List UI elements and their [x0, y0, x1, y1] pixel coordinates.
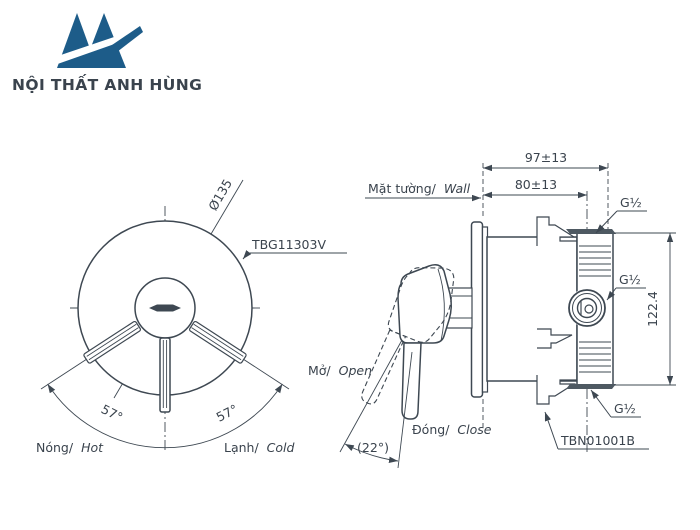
open-label-en: Open — [339, 363, 372, 378]
thread-lines-top — [579, 245, 611, 277]
product-code-callout: TBG11303V — [242, 237, 347, 260]
cold-label-vi: Lạnh/ — [224, 440, 259, 455]
wall-label-en: Wall — [444, 181, 471, 196]
thread-callout-bottom: G½ — [590, 389, 641, 418]
handle-position-hot — [83, 320, 141, 364]
close-label-vi: Đóng/ — [412, 422, 450, 437]
wall-label-vi: Mặt tường/ — [368, 181, 437, 196]
port-seat-bottom — [566, 384, 616, 389]
side-view: 97±13 80±13 Mặt tường/ Wall — [308, 150, 676, 469]
close-label: Đóng/ Close — [412, 422, 492, 437]
angle-left-label: 57° — [99, 401, 126, 424]
dim-height-label: 122.4 — [645, 291, 660, 327]
hot-label-vi: Nóng/ — [36, 440, 74, 455]
handle-front — [159, 337, 171, 413]
side-outlet-port — [567, 288, 607, 328]
thread-lines-bottom — [579, 341, 611, 373]
valve-body — [486, 236, 578, 382]
hot-label: Nóng/ Hot — [36, 440, 104, 455]
port-seat-top — [566, 229, 616, 234]
brand-name: NỘI THẤT ANH HÙNG — [12, 73, 202, 94]
angle-right-label: 57° — [214, 401, 241, 424]
hot-label-en: Hot — [81, 440, 104, 455]
dim-wall-to-center: 80±13 — [515, 177, 557, 192]
escutcheon-plate — [470, 221, 484, 398]
cold-label-en: Cold — [267, 440, 295, 455]
product-code-label: TBG11303V — [251, 237, 326, 252]
height-dim: 122.4 — [614, 232, 676, 386]
open-label-vi: Mở/ — [308, 363, 331, 378]
angle-dim-arc — [47, 383, 283, 449]
valve-code-callout: TBN01001B — [544, 411, 649, 450]
wall-label: Mặt tường/ Wall — [368, 181, 471, 196]
handle-position-cold — [189, 320, 247, 364]
diameter-label: Ø135 — [205, 176, 235, 213]
brand-logo: NỘI THẤT ANH HÙNG — [12, 13, 202, 94]
dim-total-depth: 97±13 — [525, 150, 567, 165]
thread-callout-top: G½ — [595, 195, 647, 234]
front-view: Ø135 57° 57° Nóng/ Hot Lạnh/ Cold TBG113… — [36, 176, 347, 455]
open-label: Mở/ Open — [308, 363, 372, 378]
thread-middle-label: G½ — [619, 272, 641, 287]
brand-logo-icon — [46, 13, 143, 68]
thread-top-label: G½ — [620, 195, 642, 210]
cold-label: Lạnh/ Cold — [224, 440, 295, 455]
handle-side-open — [361, 267, 455, 405]
wall-callout: Mặt tường/ Wall — [365, 181, 481, 202]
open-angle-dim: (22°) — [339, 339, 413, 469]
thread-bottom-label: G½ — [614, 401, 636, 416]
open-angle-label: (22°) — [357, 440, 389, 455]
handle-center-section — [149, 304, 181, 312]
valve-code-label: TBN01001B — [560, 433, 635, 448]
mounting-tab-top — [536, 216, 577, 246]
thread-callout-middle: G½ — [606, 272, 646, 301]
mounting-tab-bottom — [536, 375, 577, 405]
handle-side-closed — [397, 264, 453, 420]
mounting-clip-middle — [537, 328, 573, 349]
close-label-en: Close — [457, 422, 491, 437]
